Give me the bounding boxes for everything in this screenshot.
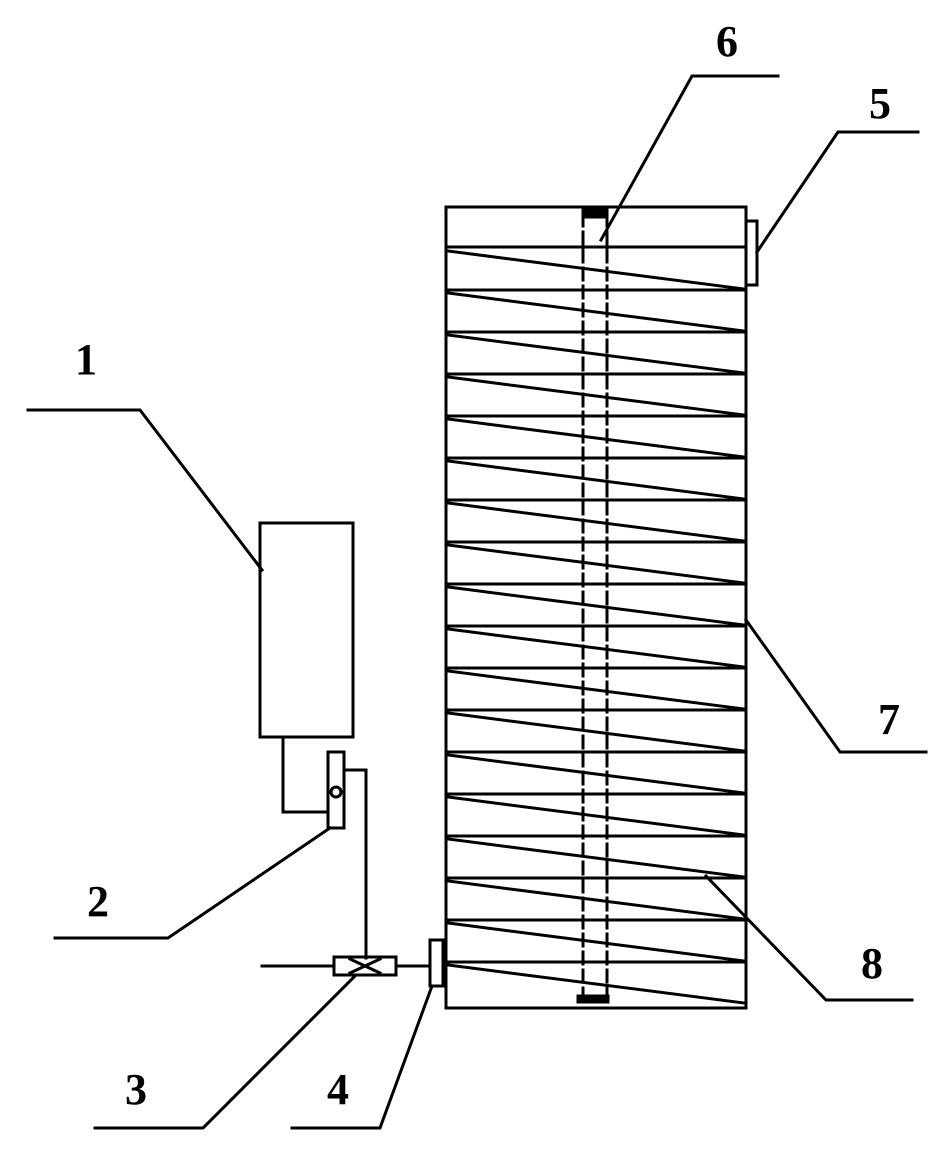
pump-body (326, 750, 346, 830)
callout-label-5: 5 (869, 79, 891, 128)
inclined-plate-12 (446, 711, 746, 753)
inclined-plate-1 (446, 249, 746, 291)
mixer-cross-b (348, 957, 382, 975)
leader-line-5 (754, 130, 920, 255)
callout-label-6: 6 (716, 17, 738, 66)
leader-line-6 (598, 74, 780, 243)
callout-label-7: 7 (878, 695, 900, 744)
inclined-plate-8 (446, 543, 746, 585)
callout-label-1: 1 (75, 335, 97, 384)
inclined-plate-13 (446, 753, 746, 795)
inclined-plate-9 (446, 585, 746, 627)
central-tube-bottom-cap (576, 994, 610, 1004)
callout-label-3: 3 (125, 1065, 147, 1114)
inclined-plate-6 (446, 459, 746, 501)
inclined-plate-17 (446, 921, 746, 963)
reservoir-tank (258, 521, 355, 739)
inclined-plate-16 (446, 879, 746, 921)
inclined-plate-15 (446, 837, 746, 879)
inclined-plate-5 (446, 417, 746, 459)
leader-line-3 (93, 973, 358, 1130)
inclined-plate-3 (446, 333, 746, 375)
leader-line-2 (53, 825, 333, 940)
inclined-plate-11 (446, 669, 746, 711)
inclined-plate-2 (446, 291, 746, 333)
callout-label-2: 2 (87, 877, 109, 926)
callout-label-4: 4 (327, 1065, 349, 1114)
central-tube-top-cap (581, 207, 609, 219)
inclined-plate-7 (446, 501, 746, 543)
leader-line-4 (290, 984, 434, 1130)
inclined-plate-18 (446, 963, 746, 1005)
callout-label-8: 8 (861, 939, 883, 988)
leader-line-8 (703, 873, 914, 1002)
inclined-plate-4 (446, 375, 746, 417)
inclined-plate-14 (446, 795, 746, 837)
leader-line-1 (26, 408, 265, 573)
inclined-plate-10 (446, 627, 746, 669)
pump-valve-ball (329, 785, 343, 799)
leader-line-7 (743, 617, 928, 754)
inlet-port (428, 938, 445, 988)
column-shell (444, 205, 748, 1010)
outlet-port (744, 219, 759, 287)
